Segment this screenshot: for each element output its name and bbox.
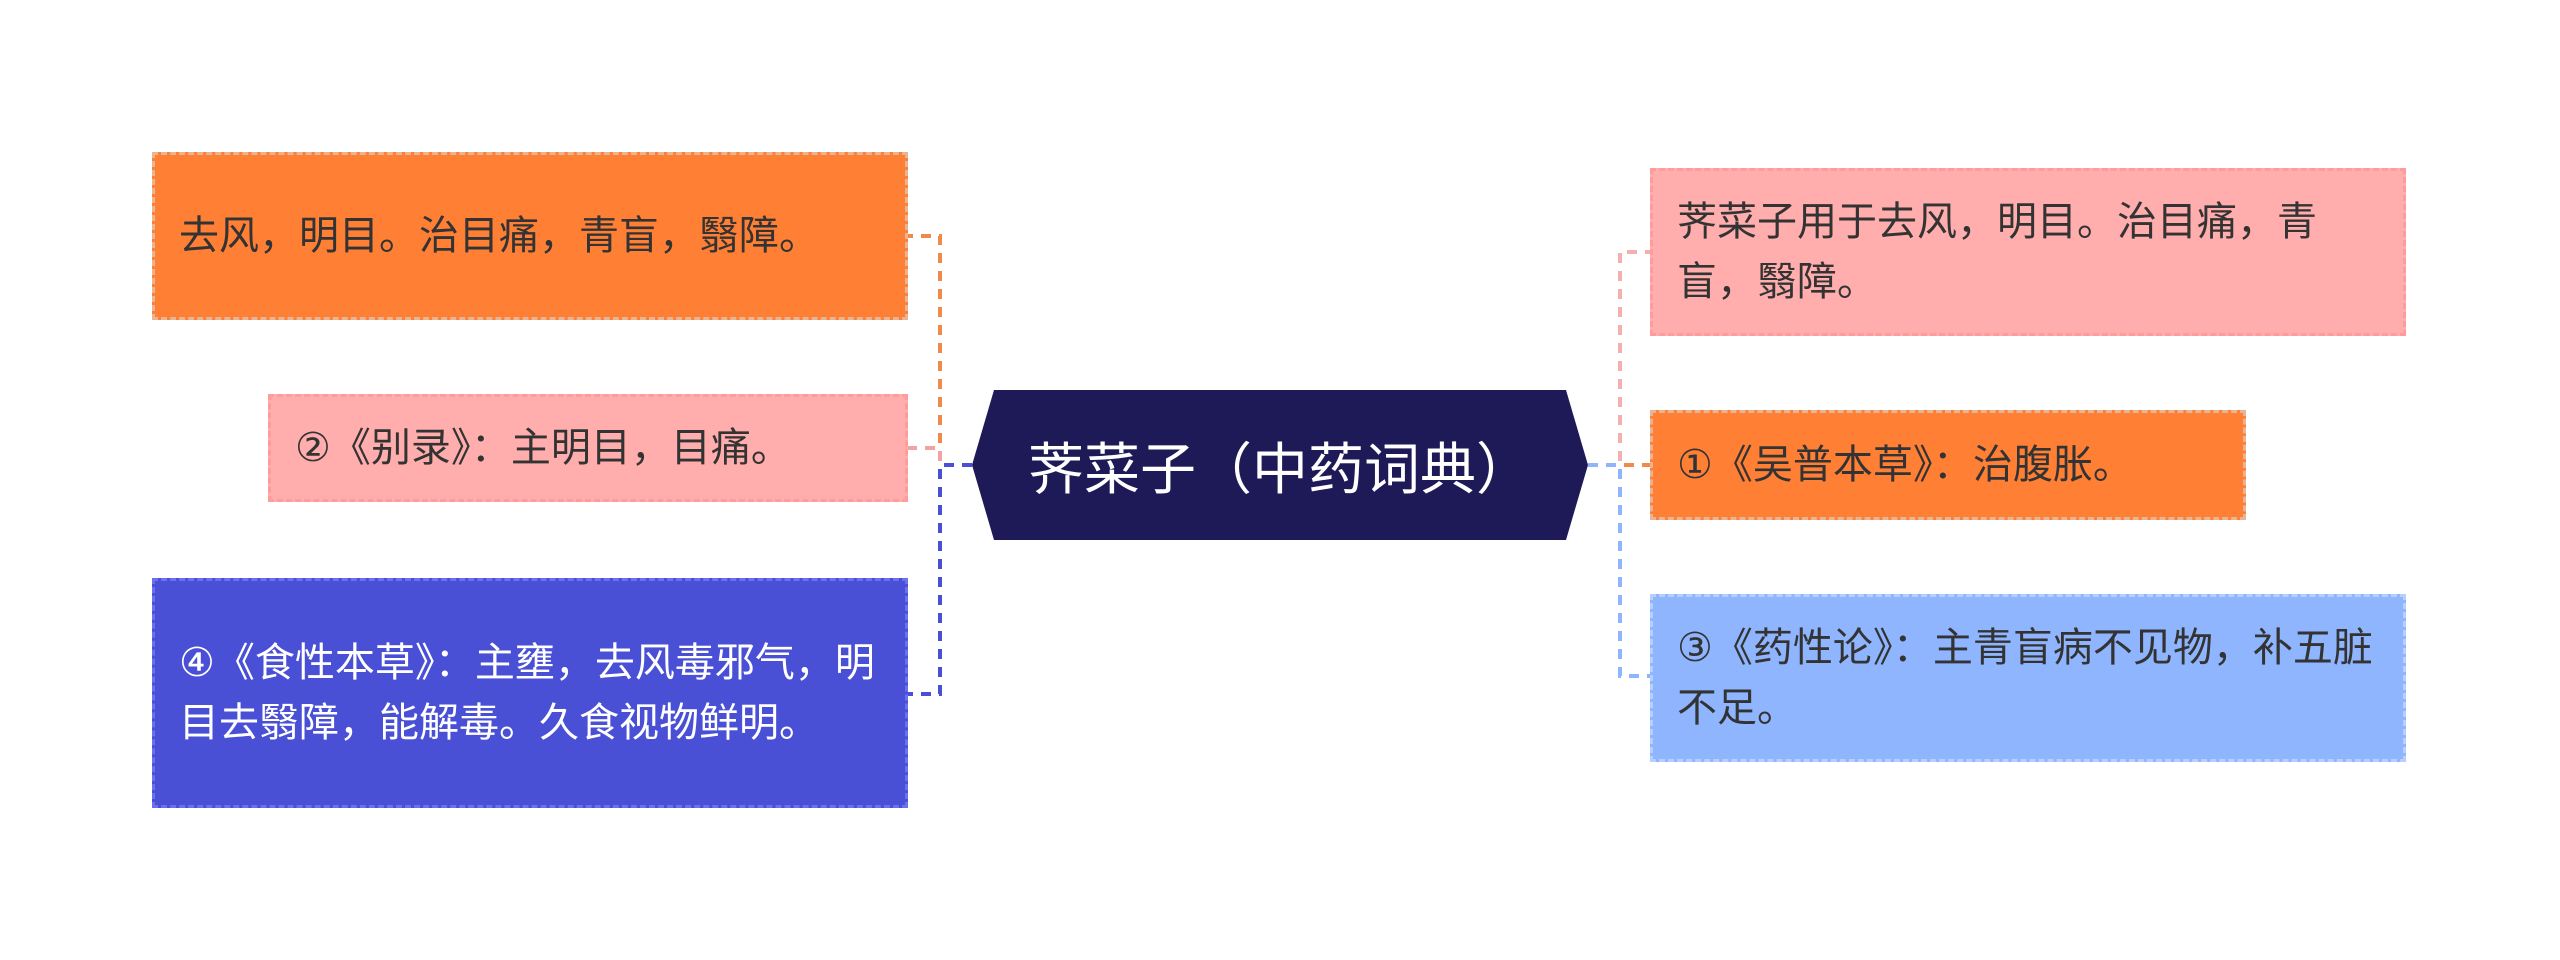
right-node-2-text: ①《吴普本草》：治腹胀。 (1677, 442, 2133, 488)
left-node-2-text: ②《别录》：主明目，目痛。 (295, 425, 791, 471)
right-node-1[interactable]: 荠菜子用于去风，明目。治目痛，青盲，翳障。 (1650, 168, 2406, 336)
left-node-1[interactable]: 去风，明目。治目痛，青盲，翳障。 (152, 152, 908, 320)
right-node-1-text: 荠菜子用于去风，明目。治目痛，青盲，翳障。 (1677, 199, 2317, 305)
connector-right-3 (1588, 463, 1650, 678)
connector-left-2 (908, 446, 972, 467)
right-node-3[interactable]: ③《药性论》：主青盲病不见物，补五脏不足。 (1650, 594, 2406, 762)
connector-left-3 (908, 463, 972, 696)
right-node-3-text: ③《药性论》：主青盲病不见物，补五脏不足。 (1677, 625, 2373, 731)
center-topic[interactable]: 荠菜子（中药词典） (972, 390, 1588, 540)
connector-left-1 (908, 234, 972, 467)
right-node-2[interactable]: ①《吴普本草》：治腹胀。 (1650, 410, 2246, 520)
left-node-3-text: ④《食性本草》：主壅，去风毒邪气，明目去翳障，能解毒。久食视物鲜明。 (179, 640, 875, 746)
left-node-2[interactable]: ②《别录》：主明目，目痛。 (268, 394, 908, 502)
center-hexagon (972, 390, 1588, 540)
left-node-1-text: 去风，明目。治目痛，青盲，翳障。 (179, 213, 819, 259)
left-node-3[interactable]: ④《食性本草》：主壅，去风毒邪气，明目去翳障，能解毒。久食视物鲜明。 (152, 578, 908, 808)
center-topic-label: 荠菜子（中药词典） (1028, 437, 1532, 503)
connector-right-1 (1588, 250, 1650, 467)
